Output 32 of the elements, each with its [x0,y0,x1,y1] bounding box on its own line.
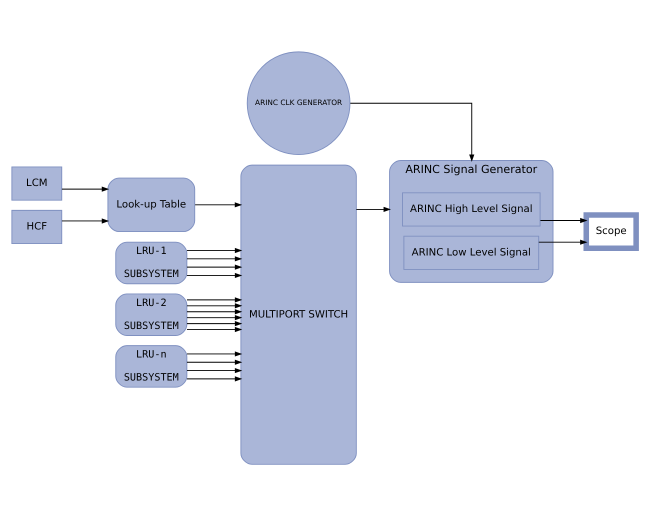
node-box: LRU-2 SUBSYSTEM [115,292,188,336]
node-circle: ARINC CLK GENERATOR [246,50,350,155]
node-box: LCM [11,166,62,200]
node-box: MULTIPORT SWITCH [240,164,357,464]
arrow [186,376,242,381]
arrow [61,218,110,224]
arrow [186,272,242,278]
arrow [186,320,242,326]
arrow [194,202,242,207]
node-box: Scope [584,212,639,250]
node-box: LRU-n SUBSYSTEM [115,344,188,388]
arrow [356,206,391,212]
node-box: ARINC Low Level Signal [403,235,540,270]
arrow [186,367,242,373]
arrow [186,326,242,332]
arrow [186,264,242,270]
arrow [186,256,242,261]
node-box: Look-up Table [107,177,196,232]
arrow [186,350,242,356]
arrow [350,102,474,162]
node-box: ARINC High Level Signal [402,192,541,226]
arrow [61,186,110,192]
arrow [186,308,242,314]
arrow [186,359,242,364]
arrow [538,239,588,244]
arrow [186,314,242,320]
arrow [186,302,242,308]
node-box: HCF [11,209,62,244]
arrow [540,217,588,223]
arrow [186,296,242,302]
arrow [186,247,242,253]
node-box: LRU-1 SUBSYSTEM [115,241,188,284]
